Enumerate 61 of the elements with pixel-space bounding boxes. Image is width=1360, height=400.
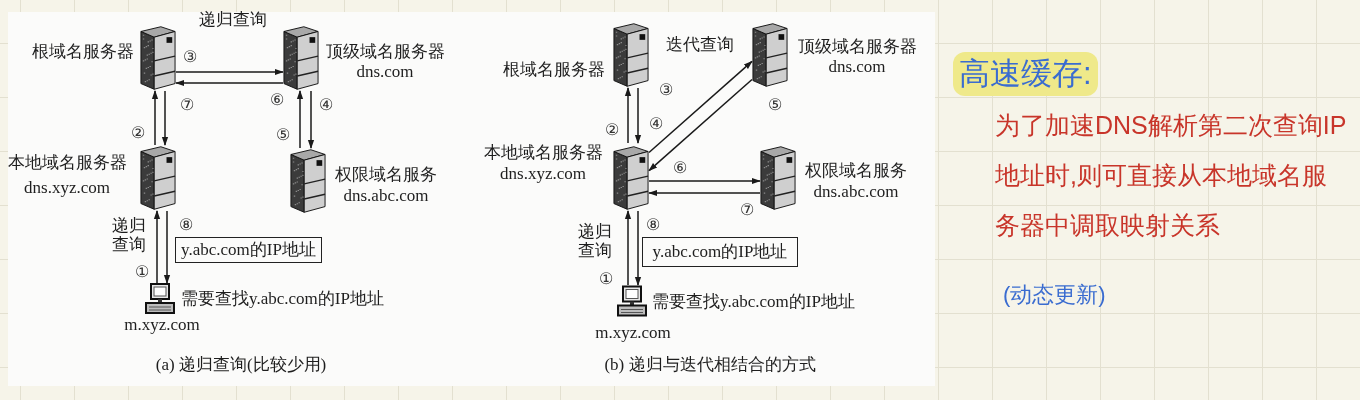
domain-name: dns.com (355, 62, 415, 82)
server-name: 根域名服务器 (31, 42, 134, 62)
figure-caption: (b) 递归与迭代相结合的方式 (603, 355, 817, 375)
edge-label: ⑤ (768, 97, 782, 113)
server-name: 权限域名服务 (334, 165, 438, 185)
server-name: 顶级域名服务器 (324, 42, 446, 62)
note-text: 需要查找y.abc.com的IP地址 (181, 289, 385, 309)
host-name: m.xyz.com (123, 315, 201, 335)
arrow (153, 210, 161, 284)
server-name: 根域名服务器 (502, 60, 605, 80)
edge-label: ① (135, 264, 149, 280)
arrow (648, 189, 761, 197)
edge-label: ⑥ (270, 92, 284, 108)
arrow (624, 210, 632, 286)
arrow (648, 78, 753, 172)
figure-caption: (a) 递归查询(比较少用) (154, 355, 328, 375)
note-text: (动态更新) (1003, 282, 1107, 308)
edge-label: ⑥ (673, 160, 687, 176)
highlighted-heading: 高速缓存: (953, 52, 1098, 96)
server-name: 本地域名服务器 (6, 153, 128, 173)
edge-label: ⑧ (646, 217, 660, 233)
edge-label: ② (131, 125, 145, 141)
edge-label: ④ (319, 97, 333, 113)
note-text: 为了加速DNS解析第二次查询IP地址时,则可直接从本地域名服务器中调取映射关系 (995, 110, 1348, 241)
arrow (151, 90, 159, 146)
edge-label: ② (605, 122, 619, 138)
server-name: 顶级域名服务器 (796, 37, 918, 57)
domain-name: dns.abc.com (342, 186, 430, 206)
server-name: 权限域名服务 (804, 161, 908, 181)
query-type-label: 递归查询 (112, 216, 147, 254)
arrow (648, 60, 753, 154)
framed-label: y.abc.com的IP地址 (175, 237, 322, 263)
query-type-label: 递归查询 (578, 222, 613, 260)
edge-label: ⑦ (740, 202, 754, 218)
edge-label: ③ (183, 49, 197, 65)
arrow (175, 79, 284, 87)
arrow (634, 210, 642, 286)
arrow (634, 87, 642, 144)
edge-label: ⑧ (179, 217, 193, 233)
domain-name: dns.xyz.com (499, 164, 587, 184)
domain-name: dns.xyz.com (23, 178, 111, 198)
arrow (175, 68, 284, 76)
arrow (163, 210, 171, 284)
arrow (307, 90, 315, 149)
host-name: m.xyz.com (594, 323, 672, 343)
query-type-label: 迭代查询 (665, 35, 735, 55)
domain-name: dns.com (827, 57, 887, 77)
edge-label: ⑦ (180, 97, 194, 113)
arrow (648, 177, 761, 185)
edge-label: ① (599, 271, 613, 287)
note-text: 需要查找y.abc.com的IP地址 (652, 292, 856, 312)
domain-name: dns.abc.com (812, 182, 900, 202)
edge-label: ③ (659, 82, 673, 98)
arrow (624, 87, 632, 144)
edge-label: ④ (649, 116, 663, 132)
server-name: 本地域名服务器 (482, 143, 604, 163)
arrow (296, 90, 304, 149)
edge-label: ⑤ (276, 127, 290, 143)
framed-label: y.abc.com的IP地址 (642, 237, 798, 267)
query-type-label: 递归查询 (198, 10, 268, 30)
arrow (161, 90, 169, 146)
